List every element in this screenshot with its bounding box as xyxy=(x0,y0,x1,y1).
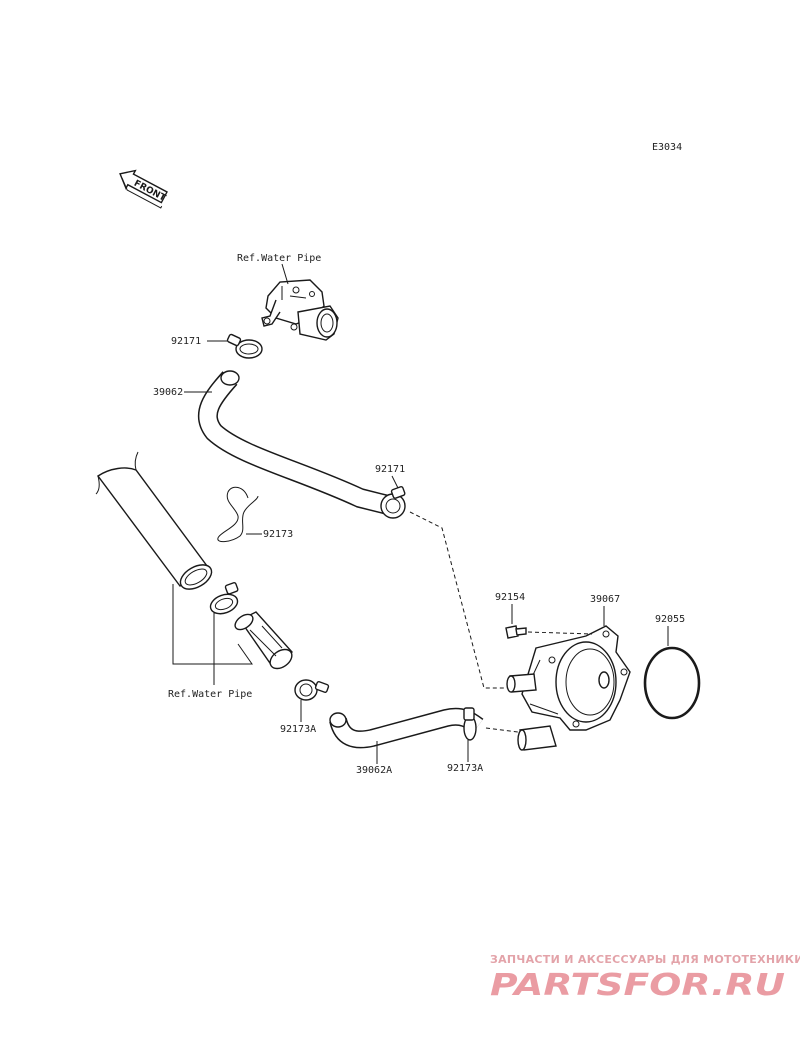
label-92055: 92055 xyxy=(655,614,685,625)
o-ring-92055 xyxy=(643,646,701,720)
clamp-92173A-left xyxy=(294,679,330,701)
oil-cooler-39067 xyxy=(506,625,631,751)
label-ref-water-pipe-bottom: Ref.Water Pipe xyxy=(168,689,252,700)
clamp-92171-top xyxy=(226,333,263,359)
spring-clip-92173 xyxy=(217,486,259,543)
label-92173: 92173 xyxy=(263,529,293,540)
label-92154: 92154 xyxy=(495,592,525,603)
clamp-92171-mid xyxy=(380,486,406,519)
label-39067: 39067 xyxy=(590,594,620,605)
bolt-92154 xyxy=(505,625,527,639)
water-pipe-large xyxy=(95,451,213,590)
label-92173A-left: 92173A xyxy=(280,724,316,735)
label-92171-mid: 92171 xyxy=(375,464,405,475)
label-39062: 39062 xyxy=(153,387,183,398)
label-92171-top: 92171 xyxy=(171,336,201,347)
thermostat-housing xyxy=(261,279,339,341)
clamp-92173A-right xyxy=(463,707,477,741)
hose-39062 xyxy=(197,370,391,515)
hose-39062A xyxy=(329,707,484,749)
short-pipe xyxy=(234,611,294,670)
clamp-large-hose xyxy=(209,582,239,615)
diagram-code: E3034 xyxy=(652,142,682,153)
label-39062A: 39062A xyxy=(356,765,392,776)
label-ref-water-pipe-top: Ref.Water Pipe xyxy=(237,253,321,264)
front-arrow-icon: FRONT xyxy=(119,169,168,209)
label-92173A-right: 92173A xyxy=(447,763,483,774)
watermark-logo: PARTSFOR.RU xyxy=(490,968,785,1003)
watermark-tagline: ЗАПЧАСТИ И АКСЕССУАРЫ ДЛЯ МОТОТЕХНИКИ xyxy=(490,953,800,966)
